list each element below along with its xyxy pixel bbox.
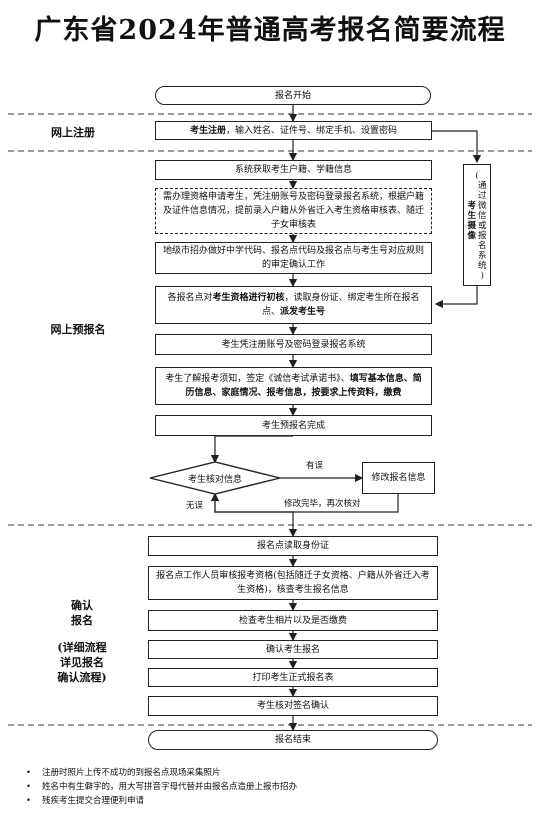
login-node: 考生凭注册账号及密码登录报名系统: [155, 334, 432, 355]
side-char: ): [480, 271, 484, 281]
stage-confirm-line: 确认: [71, 599, 93, 612]
note-item: 姓名中有生僻字的，用大写拼音字母代替并由报名点造册上报市招办: [26, 780, 297, 794]
review-node: 报名点工作人员审核报考资格(包括随迁子女资格、户籍从外省迁入考生资格)，核查考生…: [148, 566, 438, 600]
side-char: 微: [478, 201, 487, 211]
read-id-node: 报名点读取身份证: [148, 536, 438, 556]
side-bold-char: 生: [467, 211, 476, 221]
local-code-node: 地级市招办做好中学代码、报名点代码及报名点与考生号对应规则的审定确认工作: [155, 242, 432, 274]
verify-diamond: [149, 461, 281, 495]
stage-confirm-line: 详见报名: [60, 656, 104, 669]
fill-text-b: 填写基本信息、简历信息、家庭情况、报考信息，按要求上传资料，缴费: [185, 374, 422, 398]
initial-check-node: 各报名点对考生资格进行初核，读取身份证、绑定考生所在报名点、派发考生号: [155, 286, 432, 324]
photo-check-node: 检查考生相片以及是否缴费: [148, 610, 438, 631]
footnotes: 注册时照片上传不成功的到报名点现场采集照片 姓名中有生僻字的，用大写拼音字母代替…: [26, 766, 297, 808]
register-bold-text: 考生注册: [189, 125, 226, 136]
modify-node: 修改报名信息: [362, 462, 435, 494]
arrow-verify-read: [214, 494, 298, 538]
side-char: 信: [478, 211, 487, 221]
section-dividers: [8, 113, 532, 726]
initial-text-c: ，读取身份证、绑定考生所在报名点、: [261, 293, 420, 317]
fill-text-a: 考生了解报考须知，签定《诚信考试承诺书》、: [165, 374, 350, 384]
stage-online-prereg: 网上预报名: [50, 323, 106, 336]
stage-confirm-line: 确认流程): [57, 671, 107, 684]
print-node: 打印考生正式报名表: [148, 668, 438, 687]
stage-confirm-line: 报名: [71, 614, 93, 627]
edge-label-recheck: 修改完毕，再次核对: [284, 499, 361, 509]
stage-online-register: 网上注册: [51, 126, 95, 139]
initial-text-a: 各报名点对: [167, 293, 213, 303]
side-char: 统: [478, 261, 487, 271]
fetch-info-node: 系统获取考生户籍、学籍信息: [155, 160, 432, 180]
side-bold-char: 像: [467, 231, 476, 241]
side-char: 名: [478, 241, 487, 251]
confirm-info-node: 确认考生报名: [148, 640, 438, 659]
end-node: 报名结束: [148, 730, 438, 750]
side-char: 报: [478, 231, 487, 241]
side-bold-char: 考: [467, 201, 476, 211]
side-char: 或: [478, 221, 487, 231]
verify-diamond-label: 考生核对信息: [188, 475, 243, 485]
note-item: 注册时照片上传不成功的到报名点现场采集照片: [26, 766, 297, 780]
qualify-apply-node: 需办理资格申请考生，凭注册账号及密码登录报名系统，根据户籍及证件信息情况，提前录…: [155, 188, 432, 234]
fill-info-node: 考生了解报考须知，签定《诚信考试承诺书》、填写基本信息、简历信息、家庭情况、报考…: [155, 367, 432, 405]
stage-confirm: 确认 报名 (详细流程 详见报名 确认流程): [40, 598, 124, 685]
side-camera-box: ( 通 过 微 信 或 报 名 系 统 ) 考 生 摄 像: [463, 164, 491, 286]
arrow-side-initial: [434, 286, 478, 309]
edge-label-no-error: 无误: [186, 501, 204, 511]
register-text: ，输入姓名、证件号、绑定手机、设置密码: [226, 125, 398, 136]
page-title: 广东省2024年普通高考报名简要流程: [34, 15, 506, 46]
sign-node: 考生核对签名确认: [148, 696, 438, 716]
initial-text-d: 派发考生号: [280, 307, 326, 317]
side-char: 过: [478, 191, 487, 201]
start-node: 报名开始: [155, 86, 431, 105]
side-bold-char: 摄: [467, 221, 476, 231]
note-item: 残疾考生提交合理便利申请: [26, 794, 297, 808]
edge-label-error: 有误: [306, 461, 324, 471]
side-char: 通: [478, 181, 487, 191]
arrow-register-side: [432, 130, 482, 164]
stage-confirm-line: (详细流程: [57, 641, 107, 654]
prereg-done-node: 考生预报名完成: [155, 415, 432, 436]
side-char: 系: [478, 251, 487, 261]
initial-text-b: 考生资格进行初核: [212, 293, 285, 303]
register-node: 考生注册，输入姓名、证件号、绑定手机、设置密码: [155, 121, 432, 140]
side-paren-open: (: [475, 171, 479, 181]
